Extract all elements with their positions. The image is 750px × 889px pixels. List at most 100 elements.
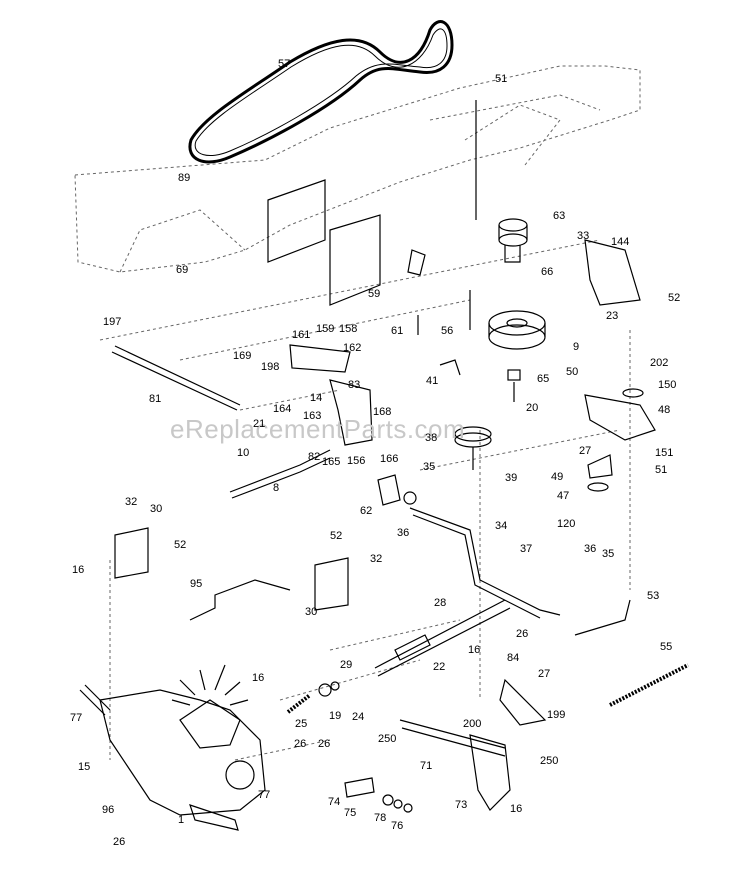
part-label: 52	[668, 292, 681, 304]
part-label: 32	[370, 553, 383, 565]
part-label: 169	[233, 350, 252, 362]
part-label: 197	[103, 316, 122, 328]
part-label: 8	[273, 482, 280, 494]
part-label: 25	[295, 718, 308, 730]
part-label: 22	[433, 661, 446, 673]
part-label: 82	[308, 451, 321, 463]
part-label: 56	[441, 325, 454, 337]
part-label: 29	[340, 659, 353, 671]
part-label: 76	[391, 820, 404, 832]
part-label: 75	[344, 807, 357, 819]
part-label: 30	[305, 606, 318, 618]
part-label: 26	[294, 738, 307, 750]
parts-shapes	[79, 100, 689, 831]
part-label: 95	[190, 578, 203, 590]
part-label: 16	[510, 803, 523, 815]
part-label: 168	[373, 406, 392, 418]
part-label: 24	[352, 711, 365, 723]
part-label: 38	[425, 432, 438, 444]
part-label: 51	[495, 73, 508, 85]
part-label: 61	[391, 325, 404, 337]
part-label: 199	[547, 709, 566, 721]
part-label: 166	[380, 453, 399, 465]
part-label: 26	[516, 628, 529, 640]
part-label: 16	[72, 564, 85, 576]
part-label: 41	[426, 375, 439, 387]
part-label: 21	[253, 418, 266, 430]
part-label: 39	[505, 472, 518, 484]
part-label: 65	[537, 373, 550, 385]
part-label: 16	[468, 644, 481, 656]
part-label: 250	[378, 733, 397, 745]
part-label: 165	[322, 456, 341, 468]
part-label: 158	[339, 323, 358, 335]
part-label: 10	[237, 447, 250, 459]
part-label: 30	[150, 503, 163, 515]
part-label: 69	[176, 264, 189, 276]
watermark: eReplacementParts.com	[170, 414, 466, 444]
part-label: 120	[557, 518, 576, 530]
part-label: 51	[655, 464, 668, 476]
part-label: 156	[347, 455, 366, 467]
part-label: 37	[520, 543, 533, 555]
part-label: 200	[463, 718, 482, 730]
part-label: 66	[541, 266, 554, 278]
part-label: 35	[423, 461, 436, 473]
part-label: 159	[316, 323, 335, 335]
part-label: 57	[278, 58, 291, 70]
frame-outline	[74, 65, 641, 761]
part-label: 26	[318, 738, 331, 750]
part-label: 202	[650, 357, 669, 369]
part-label: 150	[658, 379, 677, 391]
part-label: 163	[303, 410, 322, 422]
part-label: 48	[658, 404, 671, 416]
part-label: 52	[330, 530, 343, 542]
part-label: 151	[655, 447, 674, 459]
part-label: 53	[647, 590, 660, 602]
part-label: 34	[495, 520, 508, 532]
part-label: 35	[602, 548, 615, 560]
part-label: 19	[329, 710, 342, 722]
part-label: 28	[434, 597, 447, 609]
part-label: 81	[149, 393, 162, 405]
part-label: 32	[125, 496, 138, 508]
part-label: 49	[551, 471, 564, 483]
part-label: 162	[343, 342, 362, 354]
part-label: 198	[261, 361, 280, 373]
part-label: 15	[78, 761, 91, 773]
part-label: 36	[397, 527, 410, 539]
part-label: 73	[455, 799, 468, 811]
part-label: 84	[507, 652, 520, 664]
drive-belt	[188, 20, 454, 164]
part-label: 27	[579, 445, 592, 457]
part-label: 89	[178, 172, 191, 184]
part-label: 33	[577, 230, 590, 242]
part-label: 71	[420, 760, 433, 772]
part-label: 50	[566, 366, 579, 378]
part-label: 9	[573, 341, 580, 353]
part-label: 96	[102, 804, 115, 816]
part-label: 26	[113, 836, 126, 848]
part-label: 52	[174, 539, 187, 551]
part-label: 77	[70, 712, 83, 724]
part-label: 74	[328, 796, 341, 808]
part-label: 16	[252, 672, 265, 684]
part-label: 14	[310, 392, 323, 404]
part-label: 47	[557, 490, 570, 502]
part-label: 83	[348, 379, 361, 391]
part-label: 78	[374, 812, 387, 824]
part-label: 59	[368, 288, 381, 300]
part-label: 36	[584, 543, 597, 555]
part-label: 164	[273, 403, 292, 415]
part-label: 62	[360, 505, 373, 517]
part-label: 55	[660, 641, 673, 653]
part-label: 20	[526, 402, 539, 414]
part-label: 161	[292, 329, 311, 341]
part-label: 1	[178, 814, 185, 826]
part-label: 27	[538, 668, 551, 680]
part-label: 77	[258, 789, 271, 801]
part-label: 144	[611, 236, 630, 248]
part-label: 250	[540, 755, 559, 767]
